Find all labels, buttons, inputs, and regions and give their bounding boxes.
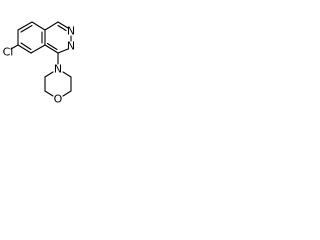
atom-label-nitrogen-n2: N: [67, 40, 75, 53]
bond-c8a-c8: [31, 21, 46, 31]
bond-c1-c4a-inner: [46, 42, 58, 51]
atom-label-nitrogen-n3: N: [67, 25, 75, 38]
bond-n-c-left: [44, 71, 54, 78]
bond-c6-c5: [17, 44, 32, 54]
atom-label-nitrogen-morpholine: N: [54, 63, 62, 76]
atom-label-oxygen-morpholine: O: [54, 93, 63, 106]
bond-c-right-n: [62, 71, 72, 78]
bond-c5-c4a: [30, 44, 46, 54]
bond-c8a-c4: [44, 21, 59, 31]
morpholine-ring-bonds: [44, 71, 72, 97]
bond-c4-n3-inner: [57, 24, 67, 32]
bond-c6-c5-inner: [20, 42, 32, 51]
bond-o-c-lower-right: [62, 90, 72, 97]
bond-n2-c1: [57, 48, 69, 54]
chemical-structure-diagram: Cl N N N O: [3, 21, 75, 106]
benzene-ring-bonds: [17, 21, 46, 54]
bond-c6-cl: [10, 44, 19, 50]
atom-label-chlorine: Cl: [3, 46, 14, 59]
bond-c8-c7: [17, 21, 33, 31]
bond-c4-n3: [57, 21, 69, 29]
pyridazine-ring-bonds: [44, 21, 72, 54]
bond-c8-c7-inner: [20, 24, 33, 33]
bond-c-lower-left-o: [44, 90, 54, 97]
bond-c1-c4a: [44, 44, 59, 54]
